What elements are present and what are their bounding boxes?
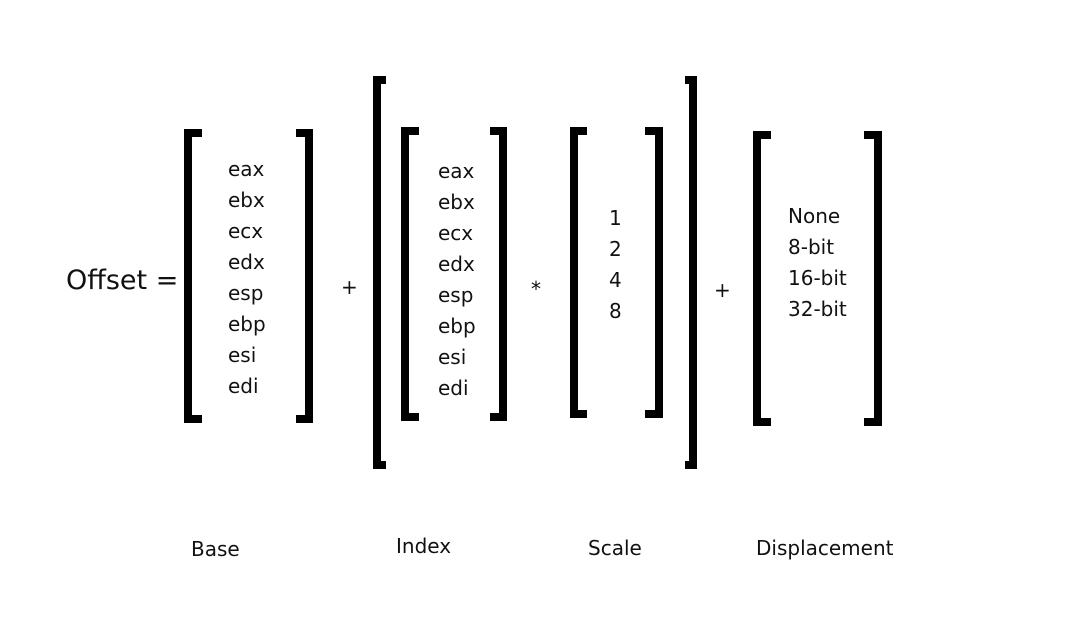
displacement-size-list: None 8-bit 16-bit 32-bit	[788, 201, 847, 325]
scale-label: Scale	[588, 536, 642, 560]
scale-factor: 8	[609, 299, 622, 323]
index-register: edi	[438, 376, 469, 400]
base-register: eax	[228, 157, 265, 181]
index-register: ecx	[438, 221, 474, 245]
scale-factor: 1	[609, 206, 622, 230]
index-register: edx	[438, 252, 475, 276]
index-register: eax	[438, 159, 475, 183]
plus-operator-1: +	[341, 275, 358, 299]
base-right-bracket	[296, 129, 313, 423]
displacement-size: 16-bit	[788, 266, 847, 290]
displacement-right-bracket	[864, 131, 882, 426]
displacement-size: 32-bit	[788, 297, 847, 321]
base-register: edx	[228, 250, 265, 274]
multiply-operator: *	[531, 277, 541, 301]
plus-operator-2: +	[714, 278, 731, 302]
outer-right-bracket	[685, 76, 697, 469]
displacement-label: Displacement	[756, 536, 894, 560]
base-register: esp	[228, 281, 264, 305]
scale-factor-list: 1 2 4 8	[609, 203, 622, 327]
scale-factor: 2	[609, 237, 622, 261]
index-right-bracket	[490, 127, 507, 421]
index-register-list: eax ebx ecx edx esp ebp esi edi	[438, 156, 476, 404]
offset-equals-label: Offset =	[66, 265, 179, 296]
index-left-bracket	[401, 127, 419, 421]
scale-factor: 4	[609, 268, 622, 292]
displacement-size: 8-bit	[788, 235, 835, 259]
base-register: esi	[228, 343, 257, 367]
base-register: ebp	[228, 312, 266, 336]
base-register-list: eax ebx ecx edx esp ebp esi edi	[228, 154, 266, 402]
base-label: Base	[191, 537, 240, 561]
index-register: esp	[438, 283, 474, 307]
base-left-bracket	[184, 129, 202, 423]
index-register: ebp	[438, 314, 476, 338]
base-register: ecx	[228, 219, 264, 243]
scale-right-bracket	[645, 127, 663, 418]
index-register: esi	[438, 345, 467, 369]
index-register: ebx	[438, 190, 475, 214]
index-label: Index	[396, 534, 452, 558]
scale-left-bracket	[570, 127, 587, 418]
base-register: ebx	[228, 188, 265, 212]
base-register: edi	[228, 374, 259, 398]
displacement-size: None	[788, 204, 841, 228]
outer-left-bracket	[373, 76, 386, 469]
displacement-left-bracket	[753, 131, 771, 426]
